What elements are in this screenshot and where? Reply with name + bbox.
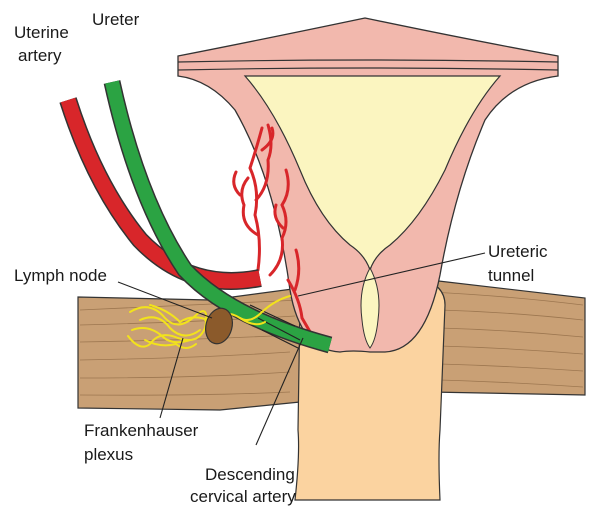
label-ureteric-tunnel-1: Ureteric (488, 242, 548, 261)
uterine-artery-branches (232, 123, 301, 292)
frankenhauser-leader (159, 337, 184, 419)
leader-lines (117, 252, 486, 446)
label-frankenhauser-2: plexus (84, 445, 133, 464)
ureteric-tunnel-leader (297, 252, 486, 297)
lymph-node-leader (117, 281, 213, 319)
label-frankenhauser-1: Frankenhauser (84, 421, 199, 440)
label-lymph-node: Lymph node (14, 266, 107, 285)
label-uterine-artery-2: artery (18, 46, 62, 65)
descending-leader (255, 337, 304, 446)
uterus (177, 17, 559, 353)
label-ureteric-tunnel-2: tunnel (488, 266, 534, 285)
label-ureter: Ureter (92, 10, 140, 29)
label-descending-2: cervical artery (190, 487, 296, 506)
label-uterine-artery-1: Uterine (14, 23, 69, 42)
label-descending-1: Descending (205, 465, 295, 484)
cervical-canal (360, 266, 380, 349)
lymph-node (205, 307, 233, 345)
